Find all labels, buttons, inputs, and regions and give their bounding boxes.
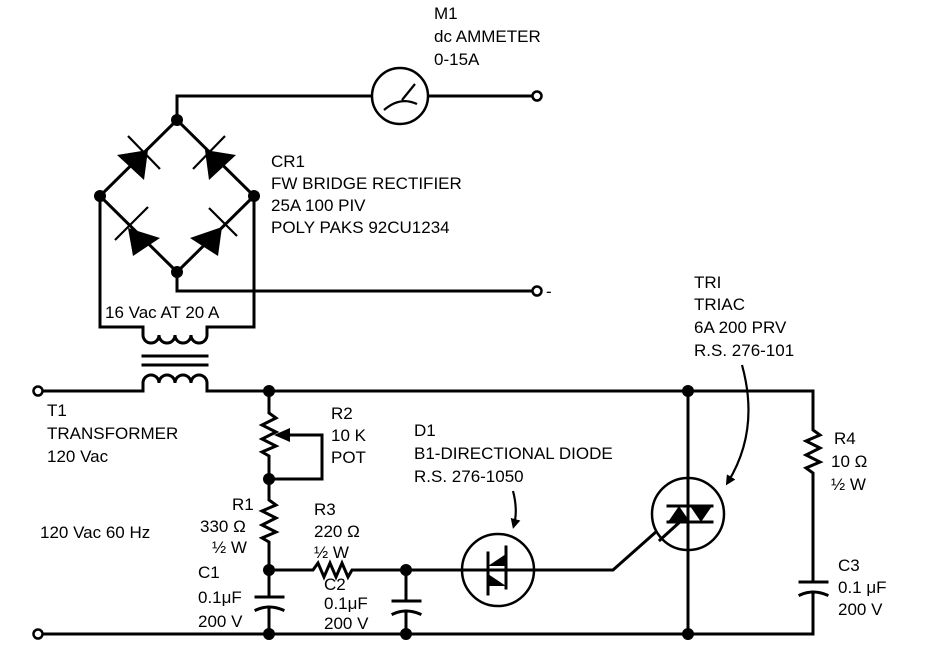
r2-value: 10 K	[331, 426, 367, 445]
ac-line-bottom	[41, 598, 815, 636]
r2-ref: R2	[331, 404, 353, 423]
resistor-r1	[258, 477, 280, 576]
c3-voltage: 200 V	[838, 600, 883, 619]
diac-callout-arrow	[510, 490, 521, 529]
dc-negative-label: -	[546, 282, 552, 301]
secondary-wire-left	[98, 194, 145, 329]
wiper-arrow-icon	[274, 428, 290, 442]
r3-value: 220 Ω	[314, 522, 360, 541]
c2-ref: C2	[324, 575, 346, 594]
ac-input-terminal-bottom	[32, 628, 44, 640]
diac-triangle-icon	[488, 554, 506, 566]
r3-ref: R3	[314, 500, 336, 519]
d1-ref: D1	[414, 421, 436, 440]
tr1-ref: TRI	[694, 273, 721, 292]
label-r2: R2 10 K POT	[331, 404, 367, 467]
diode-icon	[192, 135, 236, 180]
label-c1: C1 0.1μF 200 V	[198, 563, 243, 631]
cr1-name: FW BRIDGE RECTIFIER	[271, 174, 462, 193]
dc-negative-terminal	[531, 285, 543, 297]
r1-ref: R1	[232, 495, 254, 514]
ac-input-terminal-top	[32, 385, 44, 397]
secondary-label: 16 Vac AT 20 A	[105, 303, 220, 322]
resistor-r4	[802, 423, 824, 583]
diac-d1	[460, 532, 536, 608]
t1-ref: T1	[47, 401, 67, 420]
label-r1: R1 330 Ω ½ W	[200, 495, 254, 557]
label-cr1: CR1 FW BRIDGE RECTIFIER 25A 100 PIV POLY…	[271, 152, 462, 237]
triac-triangle-icon	[690, 506, 712, 522]
diode-icon	[190, 207, 238, 256]
label-r4: R4 10 Ω ½ W	[831, 429, 867, 494]
tr1-part: R.S. 276-101	[694, 341, 794, 360]
input-label: 120 Vac 60 Hz	[40, 523, 150, 542]
bridge-rectifier-cr1	[94, 114, 260, 278]
m1-rating: 0-15A	[434, 50, 480, 69]
capacitor-c2	[391, 568, 422, 636]
m1-ref: M1	[434, 4, 458, 23]
r1-value: 330 Ω	[200, 517, 246, 536]
d1-name: B1-DIRECTIONAL DIODE	[414, 444, 613, 463]
c1-voltage: 200 V	[198, 612, 243, 631]
t1-name: TRANSFORMER	[47, 424, 178, 443]
transformer-t1	[141, 325, 209, 393]
tr1-rating: 6A 200 PRV	[694, 318, 787, 337]
c2-value: 0.1μF	[324, 594, 368, 613]
cr1-part: POLY PAKS 92CU1234	[271, 218, 450, 237]
capacitor-c1	[254, 568, 285, 636]
tr1-name: TRIAC	[694, 295, 745, 314]
label-d1: D1 B1-DIRECTIONAL DIODE R.S. 276-1050	[414, 421, 613, 486]
cr1-ref: CR1	[271, 152, 305, 171]
m1-name: dc AMMETER	[434, 27, 541, 46]
ammeter-scale-icon	[383, 99, 418, 111]
r4-value: 10 Ω	[831, 452, 867, 471]
ammeter-circle	[370, 66, 430, 126]
r1-power: ½ W	[212, 538, 247, 557]
c3-value: 0.1 μF	[838, 578, 887, 597]
ac-line-top	[205, 389, 815, 427]
secondary-wire-right	[205, 194, 256, 329]
r4-ref: R4	[834, 429, 856, 448]
d1-part: R.S. 276-1050	[414, 467, 524, 486]
c3-ref: C3	[838, 556, 860, 575]
label-c2: C2 0.1μF 200 V	[324, 575, 369, 633]
diode-icon	[114, 206, 160, 256]
t1-rating: 120 Vac	[47, 447, 109, 466]
dc-negative-wire	[175, 270, 534, 293]
dc-positive-terminal	[531, 90, 543, 102]
c1-value: 0.1μF	[198, 588, 242, 607]
gate-wire	[532, 512, 678, 572]
label-tr1: TRI TRIAC 6A 200 PRV R.S. 276-101	[694, 273, 794, 360]
cr1-rating: 25A 100 PIV	[271, 196, 366, 215]
r3-power: ½ W	[314, 543, 349, 562]
triac-callout-arrow	[725, 364, 750, 486]
c1-ref: C1	[198, 563, 220, 582]
ammeter-m1	[370, 66, 430, 126]
label-t1: T1 TRANSFORMER 120 Vac	[47, 401, 178, 466]
potentiometer-r2	[258, 389, 324, 485]
label-c3: C3 0.1 μF 200 V	[838, 556, 887, 619]
triac-triangle-icon	[668, 506, 690, 522]
r4-power: ½ W	[831, 475, 866, 494]
label-r3: R3 220 Ω ½ W	[314, 500, 360, 562]
triac-tr1	[650, 389, 726, 636]
diode-icon	[117, 135, 161, 180]
ammeter-needle-icon	[401, 83, 416, 101]
capacitor-c3	[798, 580, 829, 602]
label-m1: M1 dc AMMETER 0-15A	[434, 4, 541, 69]
diac-triangle-icon	[488, 574, 506, 586]
c2-voltage: 200 V	[324, 614, 369, 633]
dc-positive-wire	[175, 94, 534, 122]
r2-type: POT	[331, 448, 366, 467]
